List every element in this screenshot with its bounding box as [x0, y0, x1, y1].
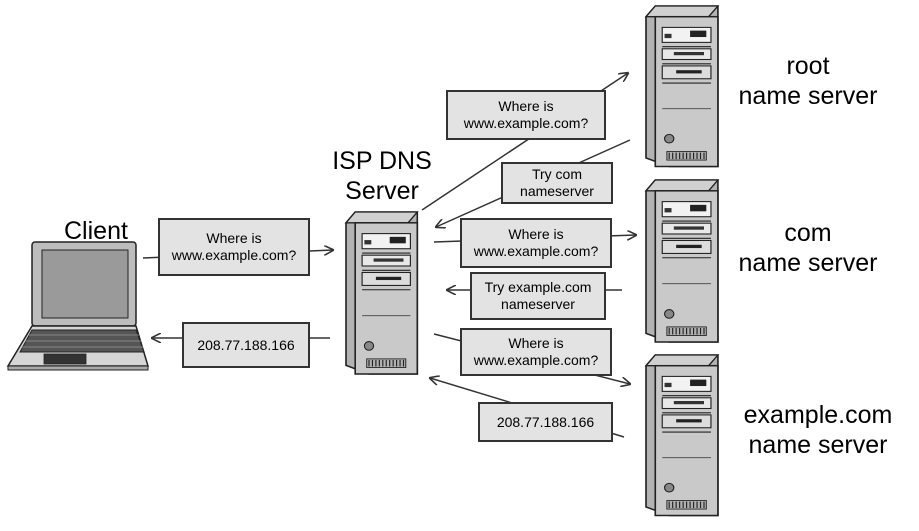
root-name-server-label: root name server [718, 51, 898, 111]
root-reply-line1: Try com [531, 166, 583, 183]
root-query-line2: www.example.com? [463, 115, 589, 131]
root-reply-line2: nameserver [520, 183, 594, 199]
com-server-icon [645, 179, 719, 343]
example-answer-box: 208.77.188.166 [478, 402, 613, 442]
isp-dns-server-icon [345, 211, 419, 375]
root-reply-box: Try com nameserver [501, 162, 613, 204]
root-server-icon [645, 5, 719, 168]
com-reply-line1: Try example.com [484, 279, 592, 296]
com-label-line2: name server [738, 249, 878, 277]
example-server-icon [645, 354, 719, 517]
root-label-line1: root [786, 52, 830, 80]
example-answer-line1: 208.77.188.166 [496, 413, 595, 430]
client-answer-box: 208.77.188.166 [182, 322, 310, 368]
example-label-line2: name server [748, 431, 888, 459]
laptop-icon [6, 241, 150, 371]
com-query-box: Where is www.example.com? [460, 218, 612, 268]
isp-label-line1: ISP DNS [332, 147, 432, 175]
example-label-line1: example.com [743, 401, 893, 429]
client-answer-line1: 208.77.188.166 [197, 336, 295, 353]
com-name-server-label: com name server [718, 218, 898, 278]
com-query-line1: Where is [508, 226, 564, 243]
example-query-box: Where is www.example.com? [460, 328, 612, 376]
isp-label-line2: Server [345, 177, 419, 205]
client-query-box: Where is www.example.com? [158, 218, 310, 276]
com-reply-line2: nameserver [501, 296, 575, 312]
root-label-line2: name server [738, 82, 878, 110]
client-query-line1: Where is [206, 230, 262, 247]
client-label: Client [64, 217, 128, 245]
example-query-line2: www.example.com? [473, 352, 599, 368]
client-query-line2: www.example.com? [171, 247, 297, 263]
root-query-line1: Where is [498, 98, 554, 115]
com-reply-box: Try example.com nameserver [470, 272, 606, 320]
example-name-server-label: example.com name server [726, 400, 910, 460]
root-query-box: Where is www.example.com? [446, 90, 606, 140]
isp-dns-server-label: ISP DNS Server [316, 146, 448, 206]
com-label-line1: com [784, 219, 832, 247]
com-query-line2: www.example.com? [473, 243, 599, 259]
example-query-line1: Where is [508, 335, 564, 352]
